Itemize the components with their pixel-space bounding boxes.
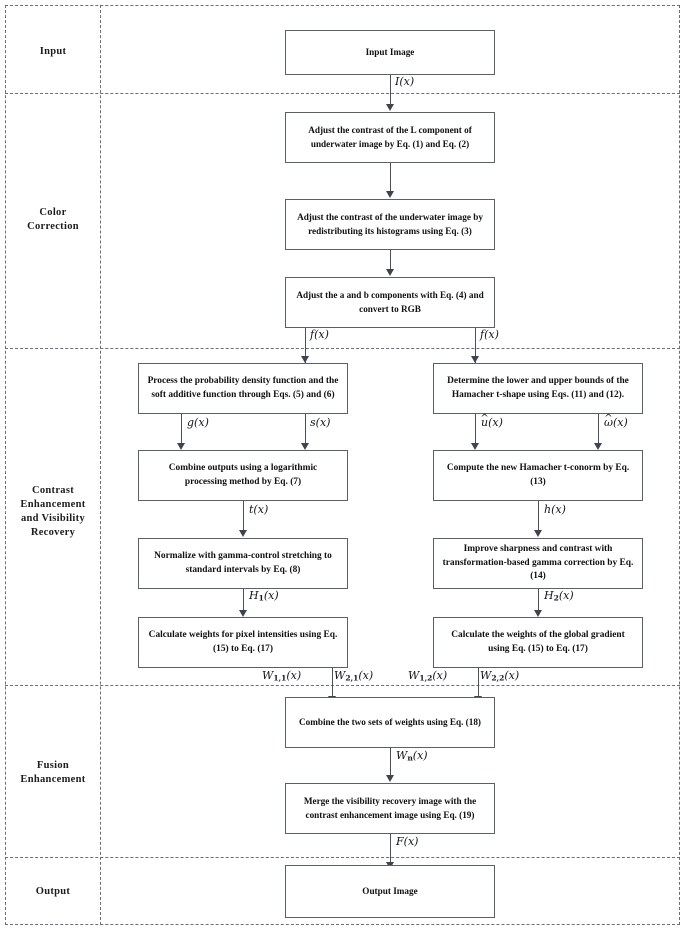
edge-ce2-to-ce3 xyxy=(243,501,244,531)
node-probability-density-soft-additive[interactable]: Process the probability density function… xyxy=(138,363,348,414)
node-hamacher-t-conorm[interactable]: Compute the new Hamacher t-conorm by Eq.… xyxy=(433,450,643,501)
edge-label-I-x: I(x) xyxy=(395,75,415,88)
arrowhead-cc3-to-vr1 xyxy=(471,356,479,363)
arrowhead-cc3-to-ce1 xyxy=(301,356,309,363)
edge-vr3-to-vr4 xyxy=(538,589,539,611)
edge-vr1-uhat xyxy=(475,414,476,444)
arrowhead-vr3-to-vr4 xyxy=(534,610,542,617)
lane-separator-3 xyxy=(5,685,680,686)
edge-label-u-hat-x: ^u(x) xyxy=(480,412,503,429)
edge-cc2-to-cc3 xyxy=(390,250,391,270)
edge-label-h-x: h(x) xyxy=(544,503,566,516)
node-hamacher-bounds[interactable]: Determine the lower and upper bounds of … xyxy=(433,363,643,414)
lane-label-output: Output xyxy=(35,886,71,897)
arrowhead-vr1-omegahat xyxy=(594,443,602,450)
node-gamma-control-stretching[interactable]: Normalize with gamma-control stretching … xyxy=(138,538,348,589)
edge-label-W12-x: W1,2(x) xyxy=(408,669,448,683)
edge-label-F-x: F(x) xyxy=(396,835,419,848)
arrowhead-input-to-cc1 xyxy=(386,104,394,111)
node-adjust-ab-components[interactable]: Adjust the a and b components with Eq. (… xyxy=(285,277,495,328)
edge-ce3-to-ce4 xyxy=(243,589,244,611)
node-adjust-l-component[interactable]: Adjust the contrast of the L component o… xyxy=(285,112,495,163)
lane-label-input: Input xyxy=(39,46,67,57)
lane-label-divider xyxy=(100,5,101,925)
edge-label-fx-left: f(x) xyxy=(310,328,329,341)
edge-fu1-to-fu2 xyxy=(390,748,391,776)
node-weights-pixel-intensities[interactable]: Calculate weights for pixel intensities … xyxy=(138,617,348,668)
edge-vr1-omegahat xyxy=(598,414,599,444)
edge-label-W21-x: W2,1(x) xyxy=(334,669,374,683)
node-output-image[interactable]: Output Image xyxy=(285,865,495,918)
node-transformation-gamma-correction[interactable]: Improve sharpness and contrast with tran… xyxy=(433,538,643,589)
edge-label-W11-x: W1,1(x) xyxy=(262,669,302,683)
edge-label-omega-hat-x: ^ω(x) xyxy=(604,412,628,429)
edge-vr2-to-vr3 xyxy=(538,501,539,531)
edge-input-to-cc1 xyxy=(390,75,391,106)
edge-label-t-x: t(x) xyxy=(249,503,269,516)
node-redistribute-histograms[interactable]: Adjust the contrast of the underwater im… xyxy=(285,199,495,250)
arrowhead-cc1-to-cc2 xyxy=(386,191,394,198)
arrowhead-vr2-to-vr3 xyxy=(534,530,542,537)
edge-cc3-to-ce1 xyxy=(305,328,306,363)
edge-label-W22-x: W2,2(x) xyxy=(480,669,520,683)
edge-label-s-x: s(x) xyxy=(310,416,331,429)
edge-ce1-g xyxy=(181,414,182,444)
arrowhead-ce2-to-ce3 xyxy=(239,530,247,537)
edge-ce4-to-fu1 xyxy=(332,668,333,704)
edge-fu2-to-output xyxy=(390,834,391,864)
edge-cc3-to-vr1 xyxy=(475,328,476,363)
edge-ce1-s xyxy=(305,414,306,444)
edge-label-Wn-x: Wn(x) xyxy=(396,749,428,763)
node-merge-visibility-contrast[interactable]: Merge the visibility recovery image with… xyxy=(285,783,495,834)
node-weights-global-gradient[interactable]: Calculate the weights of the global grad… xyxy=(433,617,643,668)
edge-cc1-to-cc2 xyxy=(390,163,391,192)
lane-separator-4 xyxy=(5,857,680,858)
diagram-outer-frame xyxy=(5,5,680,925)
node-input-image[interactable]: Input Image xyxy=(285,30,495,75)
lane-separator-2 xyxy=(5,348,680,349)
arrowhead-ce1-s xyxy=(301,443,309,450)
edge-vr4-to-fu1 xyxy=(478,668,479,704)
edge-label-H1-x: H1(x) xyxy=(249,589,279,603)
arrowhead-vr1-uhat xyxy=(471,443,479,450)
arrowhead-ce1-g xyxy=(177,443,185,450)
arrowhead-fu1-to-fu2 xyxy=(386,775,394,782)
arrowhead-cc2-to-cc3 xyxy=(386,269,394,276)
edge-label-g-x: g(x) xyxy=(187,416,209,429)
edge-label-fx-right: f(x) xyxy=(480,328,499,341)
edge-label-H2-x: H2(x) xyxy=(544,589,574,603)
node-combine-logarithmic[interactable]: Combine outputs using a logarithmic proc… xyxy=(138,450,348,501)
lane-separator-1 xyxy=(5,93,680,94)
node-combine-weight-sets[interactable]: Combine the two sets of weights using Eq… xyxy=(285,697,495,748)
arrowhead-ce3-to-ce4 xyxy=(239,610,247,617)
